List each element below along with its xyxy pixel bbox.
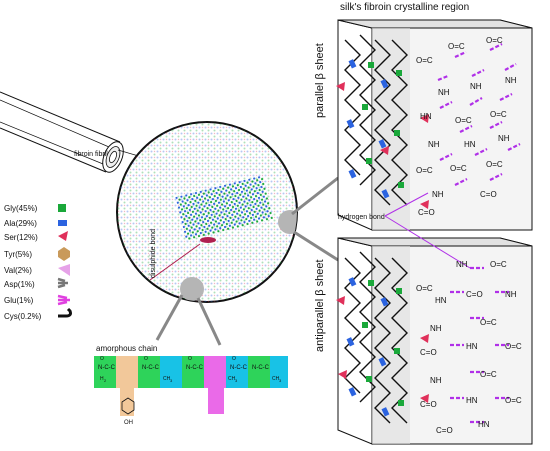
chem-carbonyl-2: O=C — [448, 42, 465, 51]
chem-carbonyl-rev-6: C=O — [436, 426, 453, 435]
chem-carbonyl-12: O=C — [505, 342, 522, 351]
chain-imine-3: N-C-C — [186, 365, 203, 371]
chain-imine-1: N-C-C — [98, 365, 115, 371]
chem-carbonyl-rev-3: C=O — [466, 290, 483, 299]
amorphous-chain-label: amorphous chain — [96, 344, 158, 353]
chain-h-1: H — [100, 376, 104, 382]
chain-methyl-sub-1: 3 — [170, 378, 173, 383]
legend-tyr: Tyr(5%) — [4, 250, 32, 259]
chain-imine-4: N-C-C — [230, 365, 247, 371]
chain-methyl-sub-2: 3 — [235, 378, 238, 383]
hydrogen-bond-pointers — [384, 192, 471, 269]
chem-carbonyl-3: O=C — [486, 36, 503, 45]
chain-h-sub-1: 2 — [104, 378, 107, 383]
chem-amide-10: NH — [430, 376, 442, 385]
chem-carbonyl-9: O=C — [416, 284, 433, 293]
chain-o-3: O — [188, 356, 192, 362]
chem-amide-3: NH — [505, 76, 517, 85]
chem-amide-4: NH — [428, 140, 440, 149]
chem-amide-6: NH — [432, 190, 444, 199]
chem-carbonyl-rev-4: C=O — [420, 348, 437, 357]
glu-icon — [57, 294, 70, 306]
disulphide-label: disulphide bond — [150, 228, 157, 278]
tyr-icon — [58, 247, 70, 261]
chem-amide-rev-1: HN — [420, 112, 432, 121]
chem-amide-9: NH — [430, 324, 442, 333]
chem-carbonyl-13: O=C — [480, 370, 497, 379]
chem-carbonyl-7: O=C — [450, 164, 467, 173]
chain-imine-2: N-C-C — [142, 365, 159, 371]
legend-ala: Ala(29%) — [4, 219, 37, 228]
chain-methyl-2: CH — [228, 376, 236, 382]
amorphous-chain-blocks — [94, 356, 288, 416]
asp-icon — [57, 277, 68, 289]
gly-icon — [58, 204, 66, 212]
disulphide-pointer — [149, 243, 201, 281]
hydrogen-bond-label: hydrogen bond — [338, 214, 385, 221]
chem-carbonyl-5: O=C — [490, 110, 507, 119]
chem-amide-rev-2: HN — [464, 140, 476, 149]
chain-methyl-3: CH — [272, 376, 280, 382]
fibril-magnified-circle — [116, 121, 298, 303]
legend-asp: Asp(1%) — [4, 280, 35, 289]
chem-carbonyl-rev-5: C=O — [420, 400, 437, 409]
chem-amide-8: NH — [505, 290, 517, 299]
chem-carbonyl-10: O=C — [490, 260, 507, 269]
legend-glu: Glu(1%) — [4, 296, 34, 305]
chem-carbonyl-4: O=C — [455, 116, 472, 125]
ser-icon — [58, 231, 68, 241]
legend-gly: Gly(45%) — [4, 204, 38, 213]
chain-methyl-sub-3: 3 — [279, 378, 282, 383]
chain-methyl-1: CH — [163, 376, 171, 382]
chem-carbonyl-6: O=C — [416, 166, 433, 175]
legend-val: Val(2%) — [4, 266, 32, 275]
chem-carbonyl-rev-1: C=O — [480, 190, 497, 199]
legend-cys: Cys(0.2%) — [4, 312, 42, 321]
chem-amide-7: NH — [456, 260, 468, 269]
chain-o-4: O — [232, 356, 236, 362]
antiparallel-sheet-label: antiparallel β sheet — [314, 259, 326, 352]
chem-carbonyl-8: O=C — [486, 160, 503, 169]
chem-carbonyl-14: O=C — [505, 396, 522, 405]
parallel-sheet-label: parallel β sheet — [314, 43, 326, 118]
fibril-label: fibroin fibril — [74, 151, 108, 158]
chain-imine-5: N-C-C — [252, 365, 269, 371]
chem-amide-rev-5: HN — [466, 396, 478, 405]
chem-carbonyl-rev-2: C=O — [418, 208, 435, 217]
chem-amide-rev-3: HN — [435, 296, 447, 305]
chem-amide-rev-6: HN — [478, 420, 490, 429]
legend-ser: Ser(12%) — [4, 233, 38, 242]
val-icon — [58, 264, 70, 276]
chain-o-1: O — [100, 356, 104, 362]
ala-icon — [58, 220, 67, 226]
antiparallel-sheet-cube — [336, 237, 533, 445]
chain-o-2: O — [144, 356, 148, 362]
chem-amide-rev-4: HN — [466, 342, 478, 351]
diagram-title: silk's fibroin crystalline region — [340, 2, 470, 13]
fibroin-fibril — [0, 91, 181, 173]
chem-carbonyl-1: O=C — [416, 56, 433, 65]
chem-carbonyl-11: O=C — [480, 318, 497, 327]
chain-hydroxyl: OH — [124, 420, 133, 426]
cys-icon — [58, 307, 72, 318]
parallel-sheet-cube — [336, 19, 533, 231]
zoom-connectors — [155, 176, 339, 346]
legend-icons — [57, 204, 72, 318]
chem-amide-2: NH — [470, 82, 482, 91]
chem-amide-5: NH — [498, 134, 510, 143]
chem-amide-1: NH — [438, 88, 450, 97]
